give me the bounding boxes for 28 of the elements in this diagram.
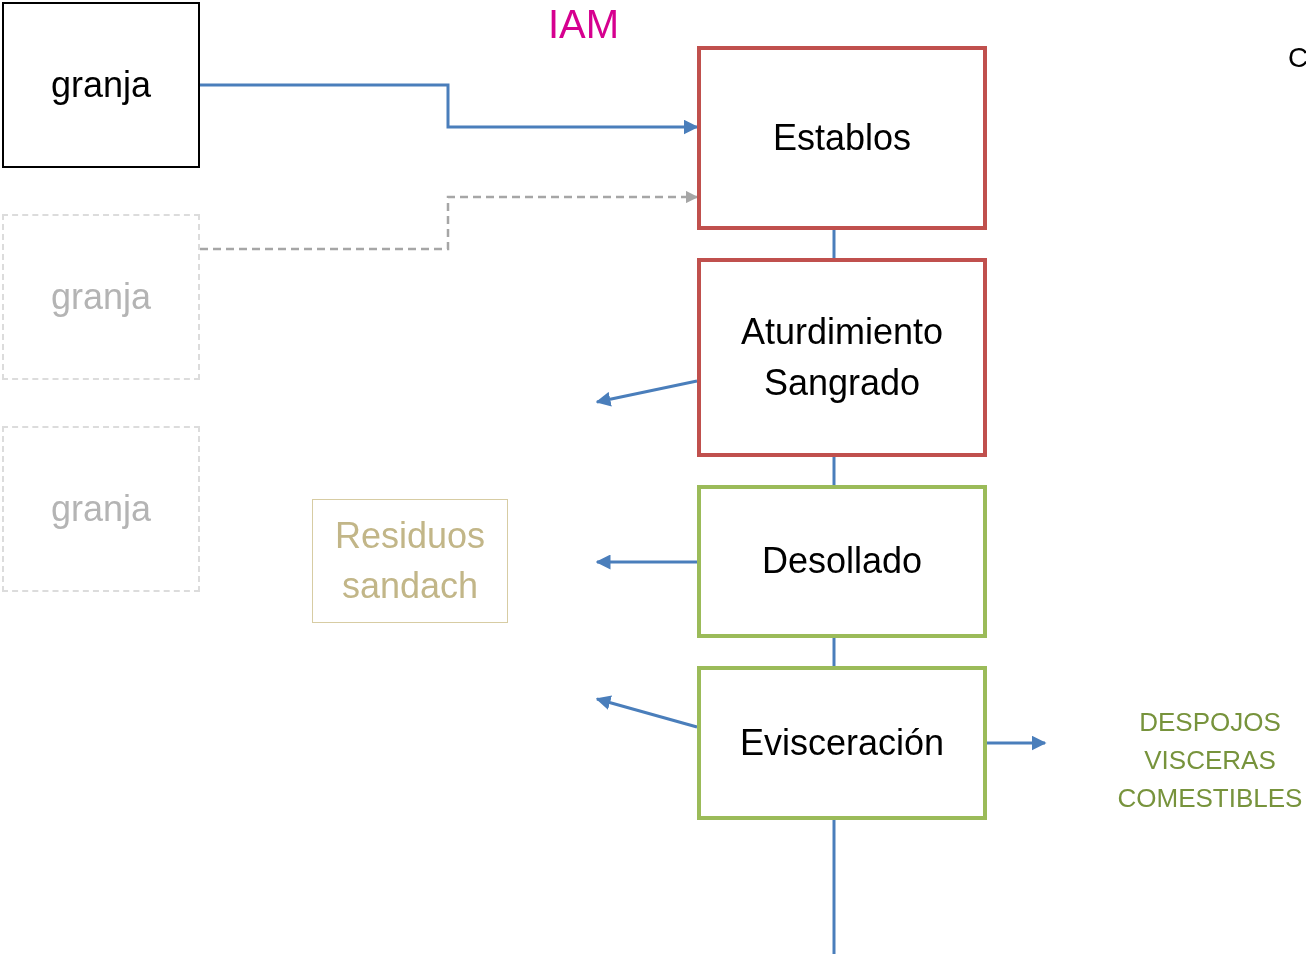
process-box [2,214,200,380]
process-box [2,2,200,168]
process-box [2,426,200,592]
process-box [697,258,987,457]
arrow [987,735,1047,751]
connector-line [832,457,836,485]
arrow [200,190,699,251]
process-box [312,499,508,623]
box-label: Residuos sandach [333,513,487,608]
connector-line [832,230,836,258]
process-box [697,46,987,230]
title-label: IAM [548,2,620,47]
box-label: Desollado [761,539,923,584]
box-label: Aturdimiento Sangrado [739,310,945,405]
arrow [595,379,698,407]
process-box [697,485,987,638]
box-label: Establos [772,115,912,160]
box-label: Evisceración [739,720,945,765]
output-label: DESPOJOS VISCERAS COMESTIBLES [1116,706,1304,815]
arrow [595,695,698,729]
arrow [200,83,699,135]
connector-line [832,820,836,954]
box-label: granja [50,274,152,319]
box-label: granja [50,486,152,531]
connector-line [832,638,836,666]
box-label: granja [50,62,152,107]
arrow [595,554,697,570]
process-box [697,666,987,820]
